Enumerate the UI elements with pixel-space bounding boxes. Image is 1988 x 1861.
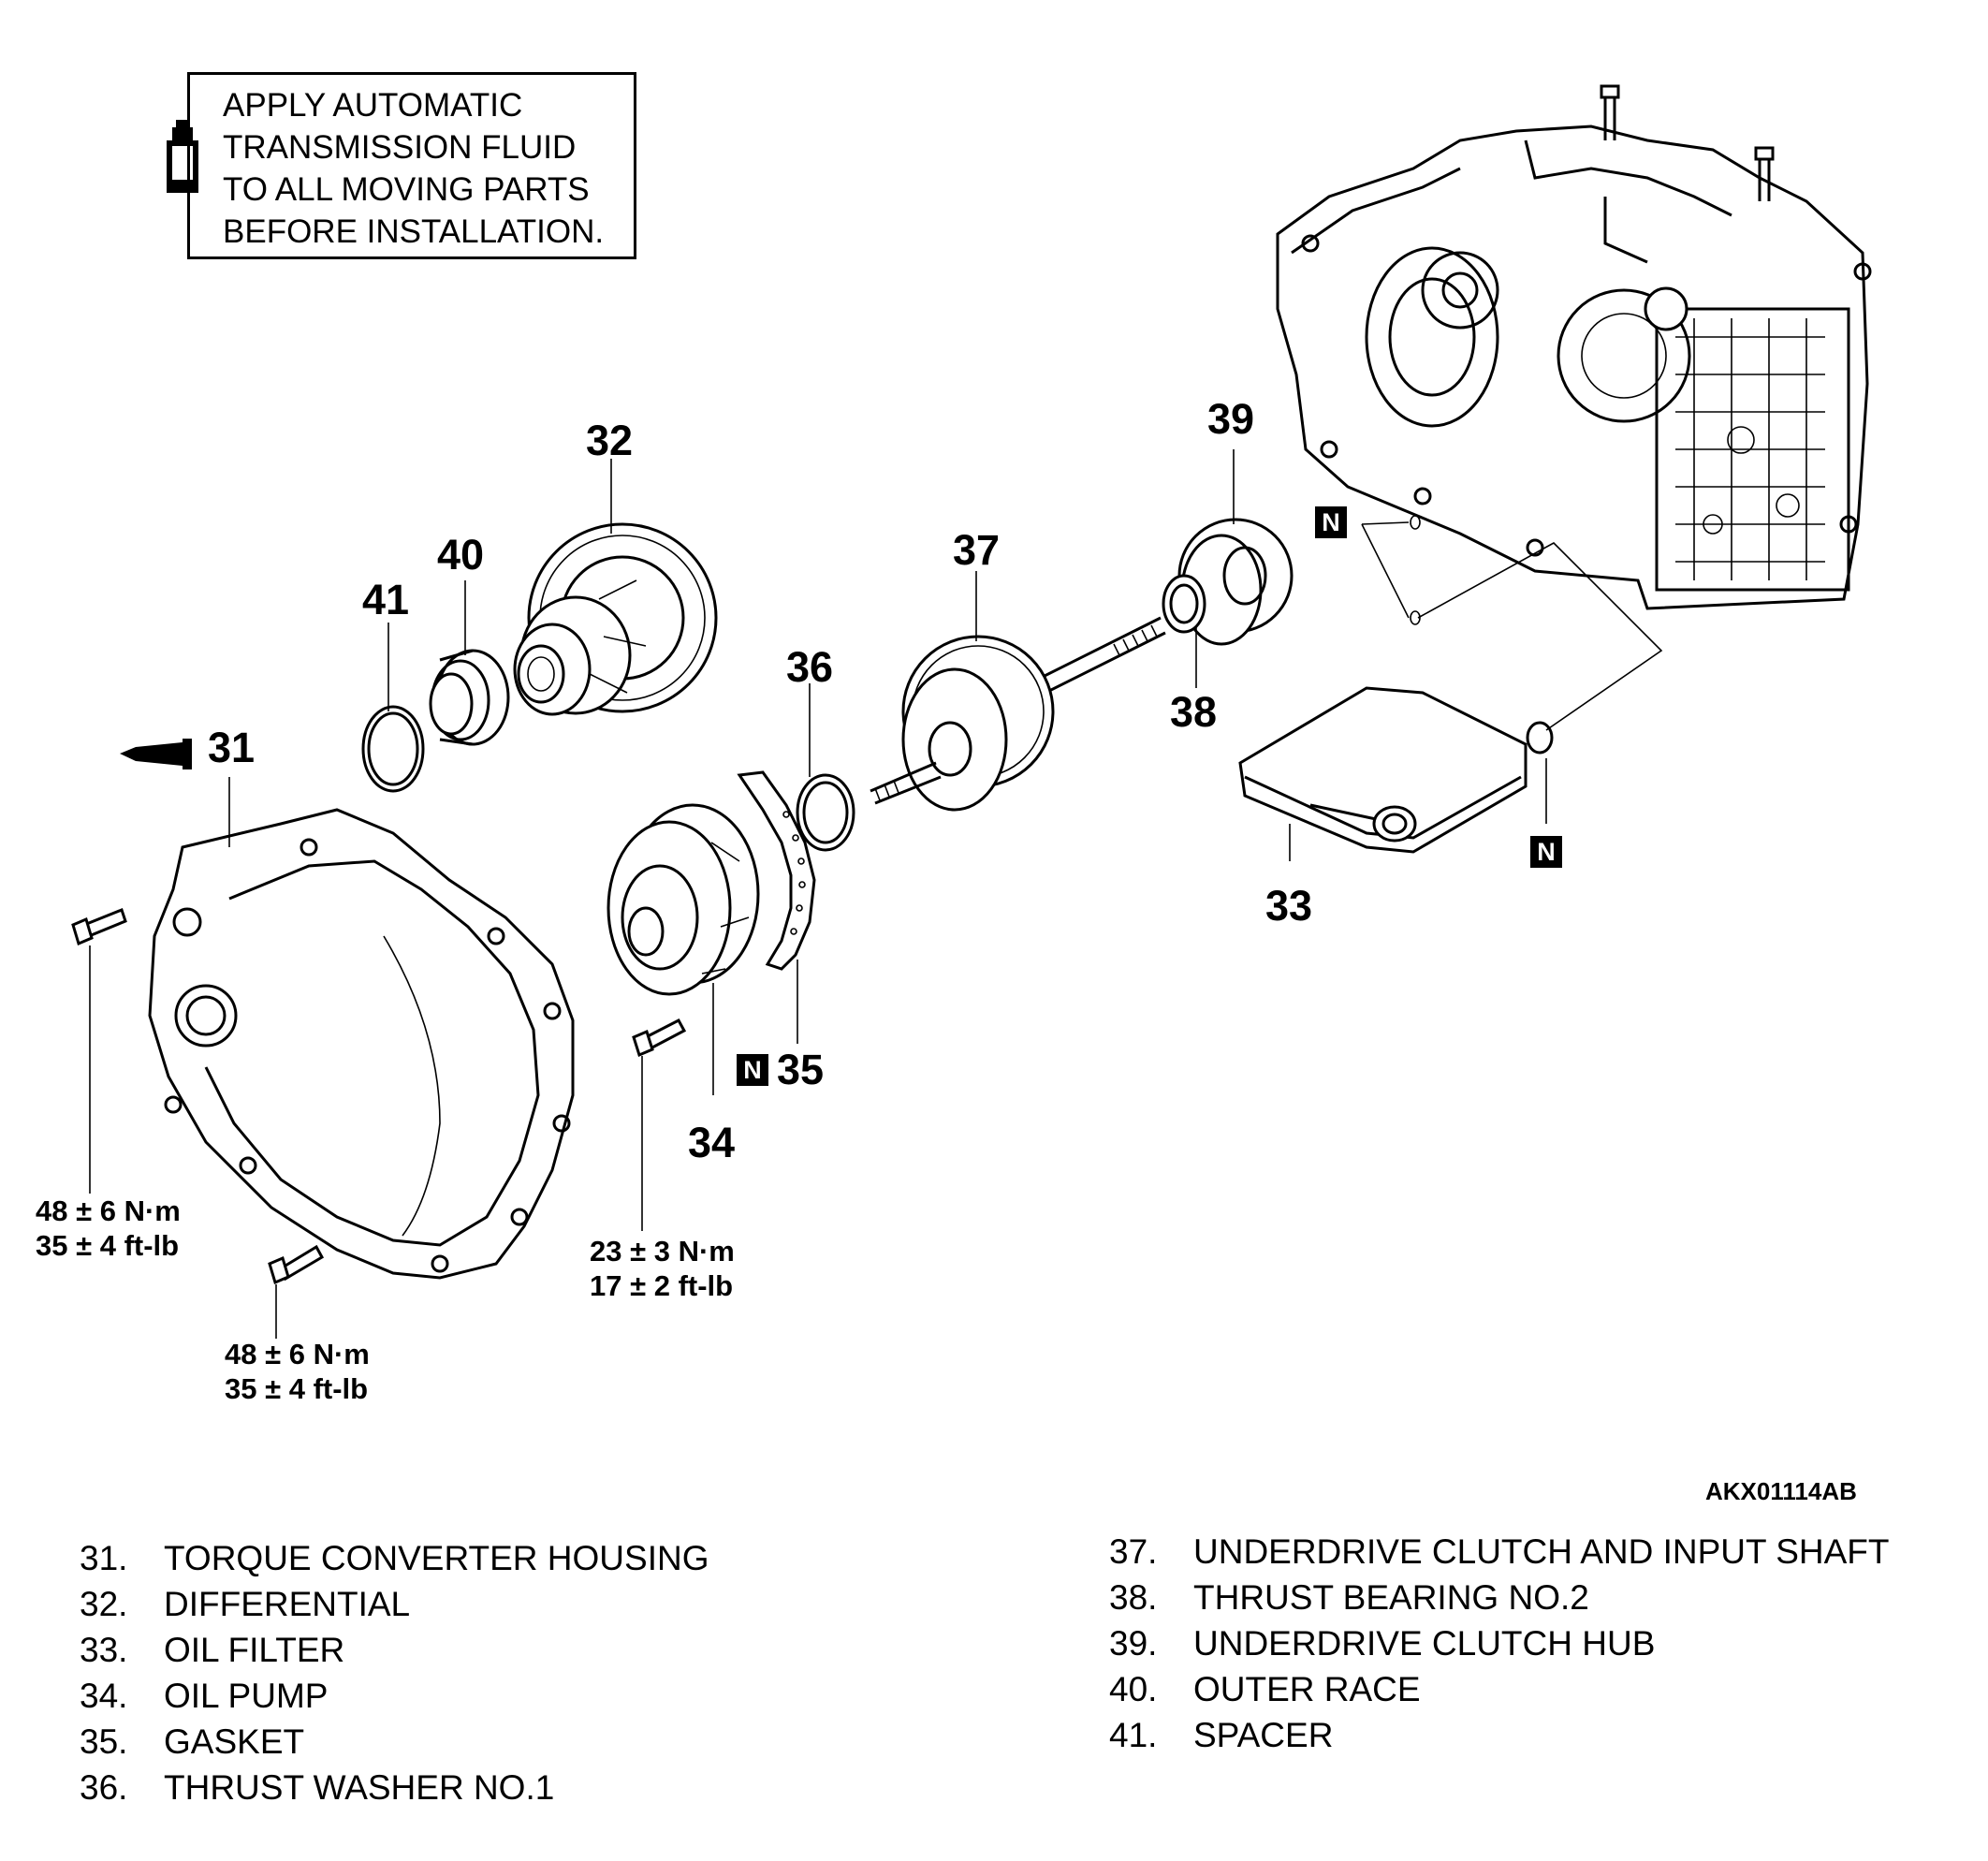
legend-label: SPACER <box>1193 1716 1334 1754</box>
torque-spec: 48 ± 6 N·m 35 ± 4 ft-lb <box>36 1194 181 1263</box>
torque-imperial: 17 ± 2 ft-lb <box>590 1269 734 1302</box>
legend-item: 40. OUTER RACE <box>1109 1666 1890 1712</box>
legend-item: 39. UNDERDRIVE CLUTCH HUB <box>1109 1620 1890 1666</box>
legend-item: 38. THRUST BEARING NO.2 <box>1109 1575 1890 1620</box>
callout-34: 34 <box>688 1119 736 1166</box>
legend-label: THRUST BEARING NO.2 <box>1193 1578 1589 1617</box>
legend-label: UNDERDRIVE CLUTCH HUB <box>1193 1624 1656 1663</box>
legend-item: 36. THRUST WASHER NO.1 <box>80 1765 709 1810</box>
o-ring-small <box>1410 515 1554 755</box>
callout-39: 39 <box>1207 395 1255 443</box>
legend-item: 34. OIL PUMP <box>80 1673 709 1719</box>
legend-number: 39. <box>1109 1624 1158 1663</box>
callout-32: 32 <box>586 417 634 464</box>
callout-41: 41 <box>362 576 410 623</box>
callout-31: 31 <box>208 724 256 771</box>
new-part-mark: N <box>1530 836 1562 868</box>
legend-number: 40. <box>1109 1670 1158 1708</box>
legend-label: GASKET <box>164 1722 305 1761</box>
callout-40: 40 <box>437 531 485 579</box>
parts-legend-right: 37. UNDERDRIVE CLUTCH AND INPUT SHAFT 38.… <box>1109 1529 1890 1758</box>
figure-code: AKX01114AB <box>1705 1477 1857 1505</box>
callout-38: 38 <box>1170 688 1218 736</box>
note-line: TO ALL MOVING PARTS <box>223 171 590 208</box>
outer-race <box>429 649 510 746</box>
fluid-note-box <box>187 72 636 259</box>
legend-number: 35. <box>80 1722 128 1761</box>
note-line: BEFORE INSTALLATION. <box>223 213 605 250</box>
callout-33: 33 <box>1265 882 1313 930</box>
legend-item: 33. OIL FILTER <box>80 1627 709 1673</box>
callout-36: 36 <box>786 643 834 691</box>
legend-number: 31. <box>80 1539 128 1577</box>
legend-label: THRUST WASHER NO.1 <box>164 1768 555 1807</box>
legend-number: 34. <box>80 1677 128 1715</box>
legend-number: 36. <box>80 1768 128 1807</box>
legend-label: OIL FILTER <box>164 1631 345 1669</box>
legend-label: UNDERDRIVE CLUTCH AND INPUT SHAFT <box>1193 1532 1890 1571</box>
legend-label: DIFFERENTIAL <box>164 1585 411 1623</box>
legend-label: OIL PUMP <box>164 1677 329 1715</box>
legend-item: 41. SPACER <box>1109 1712 1890 1758</box>
legend-label: OUTER RACE <box>1193 1670 1421 1708</box>
torque-imperial: 35 ± 4 ft-lb <box>225 1372 369 1405</box>
legend-item: 37. UNDERDRIVE CLUTCH AND INPUT SHAFT <box>1109 1529 1890 1575</box>
spacer <box>361 705 425 793</box>
legend-label: TORQUE CONVERTER HOUSING <box>164 1539 709 1577</box>
legend-number: 41. <box>1109 1716 1158 1754</box>
oil-filter <box>1238 686 1528 854</box>
bolt <box>268 1244 325 1285</box>
legend-item: 35. GASKET <box>80 1719 709 1765</box>
underdrive-clutch-input-shaft <box>870 616 1166 812</box>
torque-spec: 48 ± 6 N·m 35 ± 4 ft-lb <box>225 1337 370 1406</box>
torque-metric: 48 ± 6 N·m <box>225 1338 370 1370</box>
callout-37: 37 <box>953 526 1001 574</box>
legend-number: 38. <box>1109 1578 1158 1617</box>
new-part-mark: N <box>1315 506 1347 538</box>
torque-spec: 23 ± 3 N·m 17 ± 2 ft-lb <box>590 1234 735 1303</box>
oil-pump <box>607 803 760 996</box>
torque-metric: 23 ± 3 N·m <box>590 1235 735 1268</box>
sealant-tube-icon <box>120 739 192 769</box>
legend-item: 31. TORQUE CONVERTER HOUSING <box>80 1535 709 1581</box>
torque-metric: 48 ± 6 N·m <box>36 1194 181 1227</box>
bolt <box>71 908 127 946</box>
note-line: TRANSMISSION FLUID <box>223 129 577 166</box>
parts-legend-left: 31. TORQUE CONVERTER HOUSING 32. DIFFERENT… <box>80 1535 709 1810</box>
torque-imperial: 35 ± 4 ft-lb <box>36 1229 180 1262</box>
transmission-case <box>1276 84 1872 610</box>
differential <box>513 522 718 716</box>
callout-35: 35 <box>777 1046 825 1093</box>
thrust-bearing-no2 <box>1162 574 1206 634</box>
legend-number: 33. <box>80 1631 128 1669</box>
note-line: APPLY AUTOMATIC <box>223 87 523 124</box>
legend-item: 32. DIFFERENTIAL <box>80 1581 709 1627</box>
leader-lines <box>89 449 1663 1339</box>
thrust-washer-no1 <box>796 773 855 852</box>
fluid-note-text: APPLY AUTOMATIC TRANSMISSION FLUID TO AL… <box>223 84 604 253</box>
torque-converter-housing <box>148 808 575 1280</box>
legend-number: 32. <box>80 1585 128 1623</box>
legend-number: 37. <box>1109 1532 1158 1571</box>
new-part-mark: N <box>737 1054 768 1086</box>
gasket <box>737 770 816 971</box>
bolt <box>632 1018 687 1058</box>
